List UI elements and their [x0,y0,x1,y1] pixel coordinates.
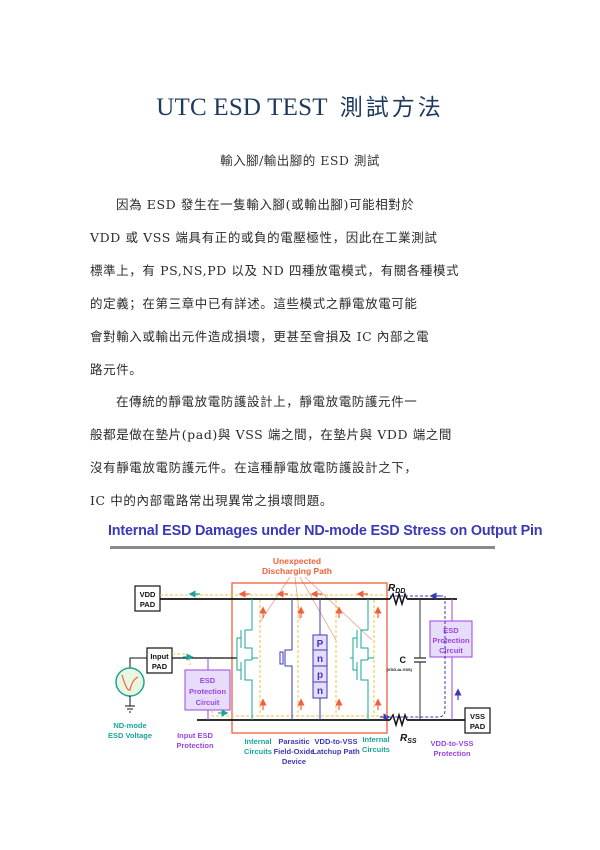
text-line: 沒有靜電放電防護元件。在這種靜電放電防護設計之下， [90,460,418,475]
text-line: 路元件。 [90,362,143,377]
svg-text:ESD: ESD [443,626,459,635]
svg-text:Input ESD: Input ESD [177,731,213,740]
svg-text:Latchup Path: Latchup Path [312,747,360,756]
text-line: 般都是做在墊片(pad)與 VSS 端之間，在墊片與 VDD 端之間 [90,427,453,442]
svg-text:Protection: Protection [433,749,471,758]
svg-text:P: P [317,639,324,650]
parasitic-field-oxide-icon [279,599,293,720]
text-line: VDD 或 VSS 端具有正的或負的電壓極性，因此在工業測試 [90,230,438,245]
resistor-rss-icon [389,712,408,728]
svg-text:Circuits: Circuits [244,747,272,756]
esd-damage-diagram: Internal ESD Damages under ND-mode ESD S… [100,520,543,770]
svg-text:PAD: PAD [152,662,168,671]
svg-text:Circuit: Circuit [439,646,463,655]
page-title: UTC ESD TEST 測試方法 [0,88,600,122]
svg-text:ESD: ESD [200,676,216,685]
title-latin: UTC ESD TEST [156,94,328,121]
esd-voltage-source-icon [115,667,145,697]
vdd-pad [134,585,161,612]
svg-text:PAD: PAD [470,722,486,731]
capacitor-label: C [400,655,407,665]
svg-text:ND-mode: ND-mode [113,721,146,730]
svg-text:Protection: Protection [432,636,470,645]
text-line: 因為 ESD 發生在一隻輸入腳(或輸出腳)可能相對於 [116,197,415,212]
svg-text:Field-Oxide: Field-Oxide [274,747,315,756]
paragraph-1: 因為 ESD 發生在一隻輸入腳(或輸出腳)可能相對於 VDD 或 VSS 端具有… [90,188,460,386]
unexpected-label-2: Discharging Path [262,566,332,576]
svg-text:Input: Input [150,652,169,661]
discharge-arrows [238,590,382,710]
svg-text:VSS: VSS [470,712,485,721]
latchup-label: VDD-to-VSS [315,737,358,746]
paragraph-2: 在傳統的靜電放電防護設計上，靜電放電防護元件一 般都是做在墊片(pad)與 VS… [90,385,453,517]
svg-text:Protection: Protection [176,741,214,750]
svg-text:VDD: VDD [140,590,156,599]
rdd-label: RDD [388,583,405,595]
figure-title: Internal ESD Damages under ND-mode ESD S… [108,523,543,539]
text-line: 標準上，有 PS,NS,PD 以及 ND 四種放電模式，有關各種模式 [90,263,460,278]
unexpected-label-1: Unexpected [273,556,321,566]
vss-pad [464,707,491,734]
svg-text:n: n [317,654,323,665]
internal-circuits-label-left: Internal [244,737,271,746]
svg-text:PAD: PAD [140,600,156,609]
capacitor-sublabel: (VDD-to-VSS) [386,667,412,672]
text-line: 會對輸入或輸出元件造成損壞，更甚至會損及 IC 內部之電 [90,329,430,344]
svg-text:Device: Device [282,757,306,766]
section-subtitle: 輸入腳/輸出腳的 ESD 測試 [220,153,380,168]
vdd-vss-esd-protection-box [429,620,473,658]
vdd-vss-protection-label: VDD-to-VSS [431,739,474,748]
text-line: 在傳統的靜電放電防護設計上，靜電放電防護元件一 [116,394,418,409]
resistor-rdd-icon [389,591,408,607]
svg-text:Circuit: Circuit [196,698,220,707]
internal-circuit-left-icon [236,599,258,720]
pnpn-latchup-stack: P n p n [312,634,328,699]
svg-text:p: p [317,670,323,681]
svg-text:n: n [317,686,323,697]
svg-text:Protection: Protection [189,687,227,696]
title-cjk: 測試方法 [339,95,444,121]
text-line: IC 中的內部電路常出現異常之損壞問題。 [90,493,333,508]
internal-circuits-label-right: Internal [362,735,389,744]
input-esd-protection-box [184,669,231,711]
circuit-schematic: Unexpected Discharging Path RDD RSS C (V… [108,556,491,766]
callout-lines [259,576,373,641]
figure-title-rule [110,546,495,549]
svg-text:Circuits: Circuits [362,745,390,754]
internal-circuit-right-icon [350,599,374,720]
input-pad [146,647,173,674]
svg-text:ESD Voltage: ESD Voltage [108,731,152,740]
rss-label: RSS [400,733,417,745]
ground-icon [125,705,135,713]
parasitic-label: Parasitic [278,737,309,746]
text-line: 的定義；在第三章中已有詳述。這些模式之靜電放電可能 [90,296,418,311]
